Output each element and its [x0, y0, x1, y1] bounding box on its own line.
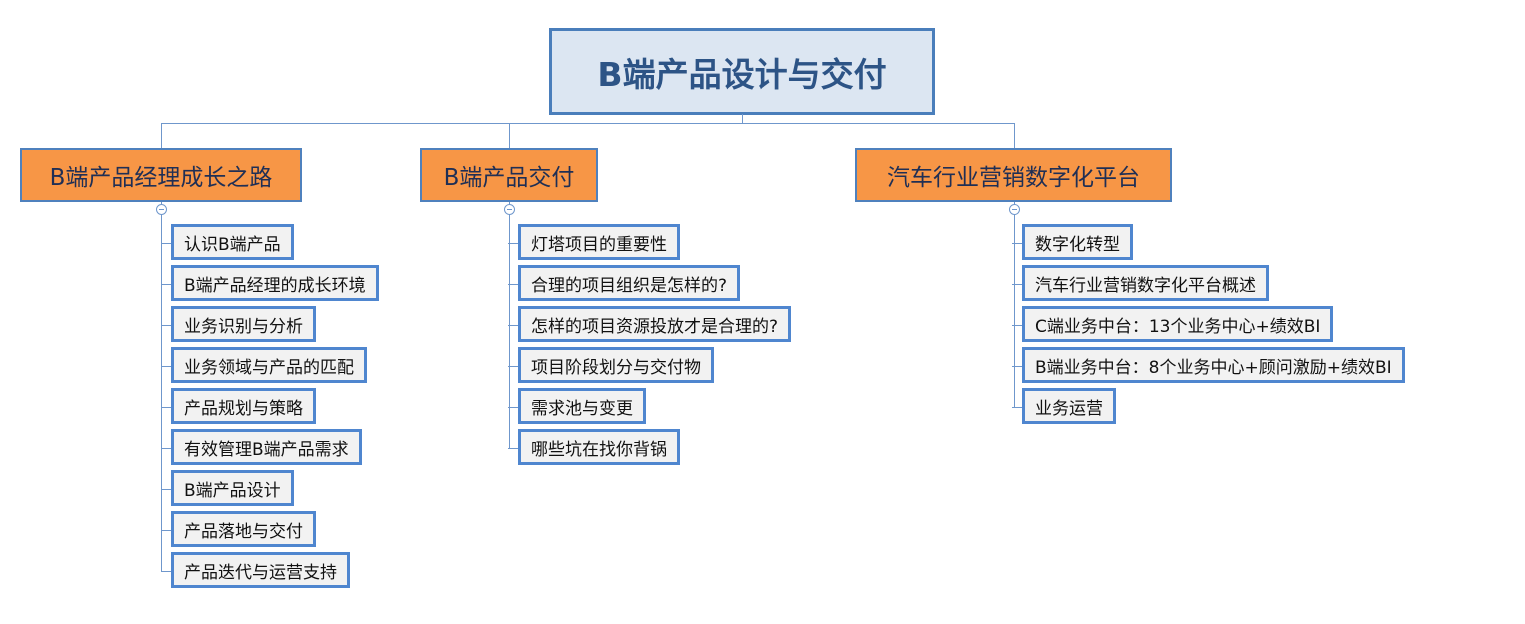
branch-topic-label: B端产品经理成长之路: [49, 165, 273, 191]
branch-topic[interactable]: B端产品经理成长之路: [20, 148, 302, 202]
subtopic[interactable]: B端产品设计: [161, 470, 294, 506]
connector: [1014, 123, 1015, 148]
collapse-icon[interactable]: [156, 204, 167, 215]
collapse-icon[interactable]: [1009, 204, 1020, 215]
connector: [742, 114, 743, 123]
connector: [509, 123, 510, 148]
subtopic[interactable]: 认识B端产品: [161, 224, 294, 260]
subtopic[interactable]: 汽车行业营销数字化平台概述: [1012, 265, 1269, 301]
branch-topic-label: B端产品交付: [443, 165, 575, 191]
subtopic[interactable]: B端产品经理的成长环境: [161, 265, 379, 301]
connector: [161, 202, 162, 572]
subtopic[interactable]: B端业务中台：8个业务中心+顾问激励+绩效BI: [1012, 347, 1405, 383]
subtopic[interactable]: 怎样的项目资源投放才是合理的?: [507, 306, 792, 342]
subtopic[interactable]: 业务运营: [1012, 388, 1116, 424]
branch-topic[interactable]: B端产品交付: [420, 148, 598, 202]
collapse-icon[interactable]: [504, 204, 515, 215]
subtopic[interactable]: 业务识别与分析: [161, 306, 316, 342]
branch-topic[interactable]: 汽车行业营销数字化平台: [855, 148, 1172, 202]
subtopic[interactable]: 产品迭代与运营支持: [161, 552, 350, 588]
connector: [161, 123, 162, 148]
subtopic[interactable]: 产品落地与交付: [161, 511, 316, 547]
subtopic[interactable]: C端业务中台：13个业务中心+绩效BI: [1011, 306, 1334, 342]
subtopic[interactable]: 项目阶段划分与交付物: [508, 347, 714, 383]
subtopic-list: 认识B端产品 B端产品经理的成长环境 业务识别与分析 业务领域与产品的匹配 产品…: [161, 224, 379, 588]
connector: [1014, 202, 1015, 408]
subtopic[interactable]: 哪些坑在找你背锅: [508, 429, 680, 465]
subtopic[interactable]: 产品规划与策略: [161, 388, 316, 424]
subtopic-list: 数字化转型 汽车行业营销数字化平台概述 C端业务中台：13个业务中心+绩效BI …: [1011, 224, 1405, 424]
subtopic[interactable]: 灯塔项目的重要性: [508, 224, 680, 260]
subtopic[interactable]: 有效管理B端产品需求: [161, 429, 362, 465]
root-topic[interactable]: B端产品设计与交付: [549, 28, 935, 115]
subtopic-list: 灯塔项目的重要性 合理的项目组织是怎样的? 怎样的项目资源投放才是合理的? 项目…: [507, 224, 792, 465]
subtopic[interactable]: 合理的项目组织是怎样的?: [507, 265, 741, 301]
subtopic[interactable]: 业务领域与产品的匹配: [161, 347, 367, 383]
root-topic-label: B端产品设计与交付: [597, 54, 887, 94]
connector: [161, 123, 1014, 124]
subtopic[interactable]: 数字化转型: [1012, 224, 1133, 260]
branch-topic-label: 汽车行业营销数字化平台: [887, 165, 1140, 191]
subtopic[interactable]: 需求池与变更: [508, 388, 646, 424]
